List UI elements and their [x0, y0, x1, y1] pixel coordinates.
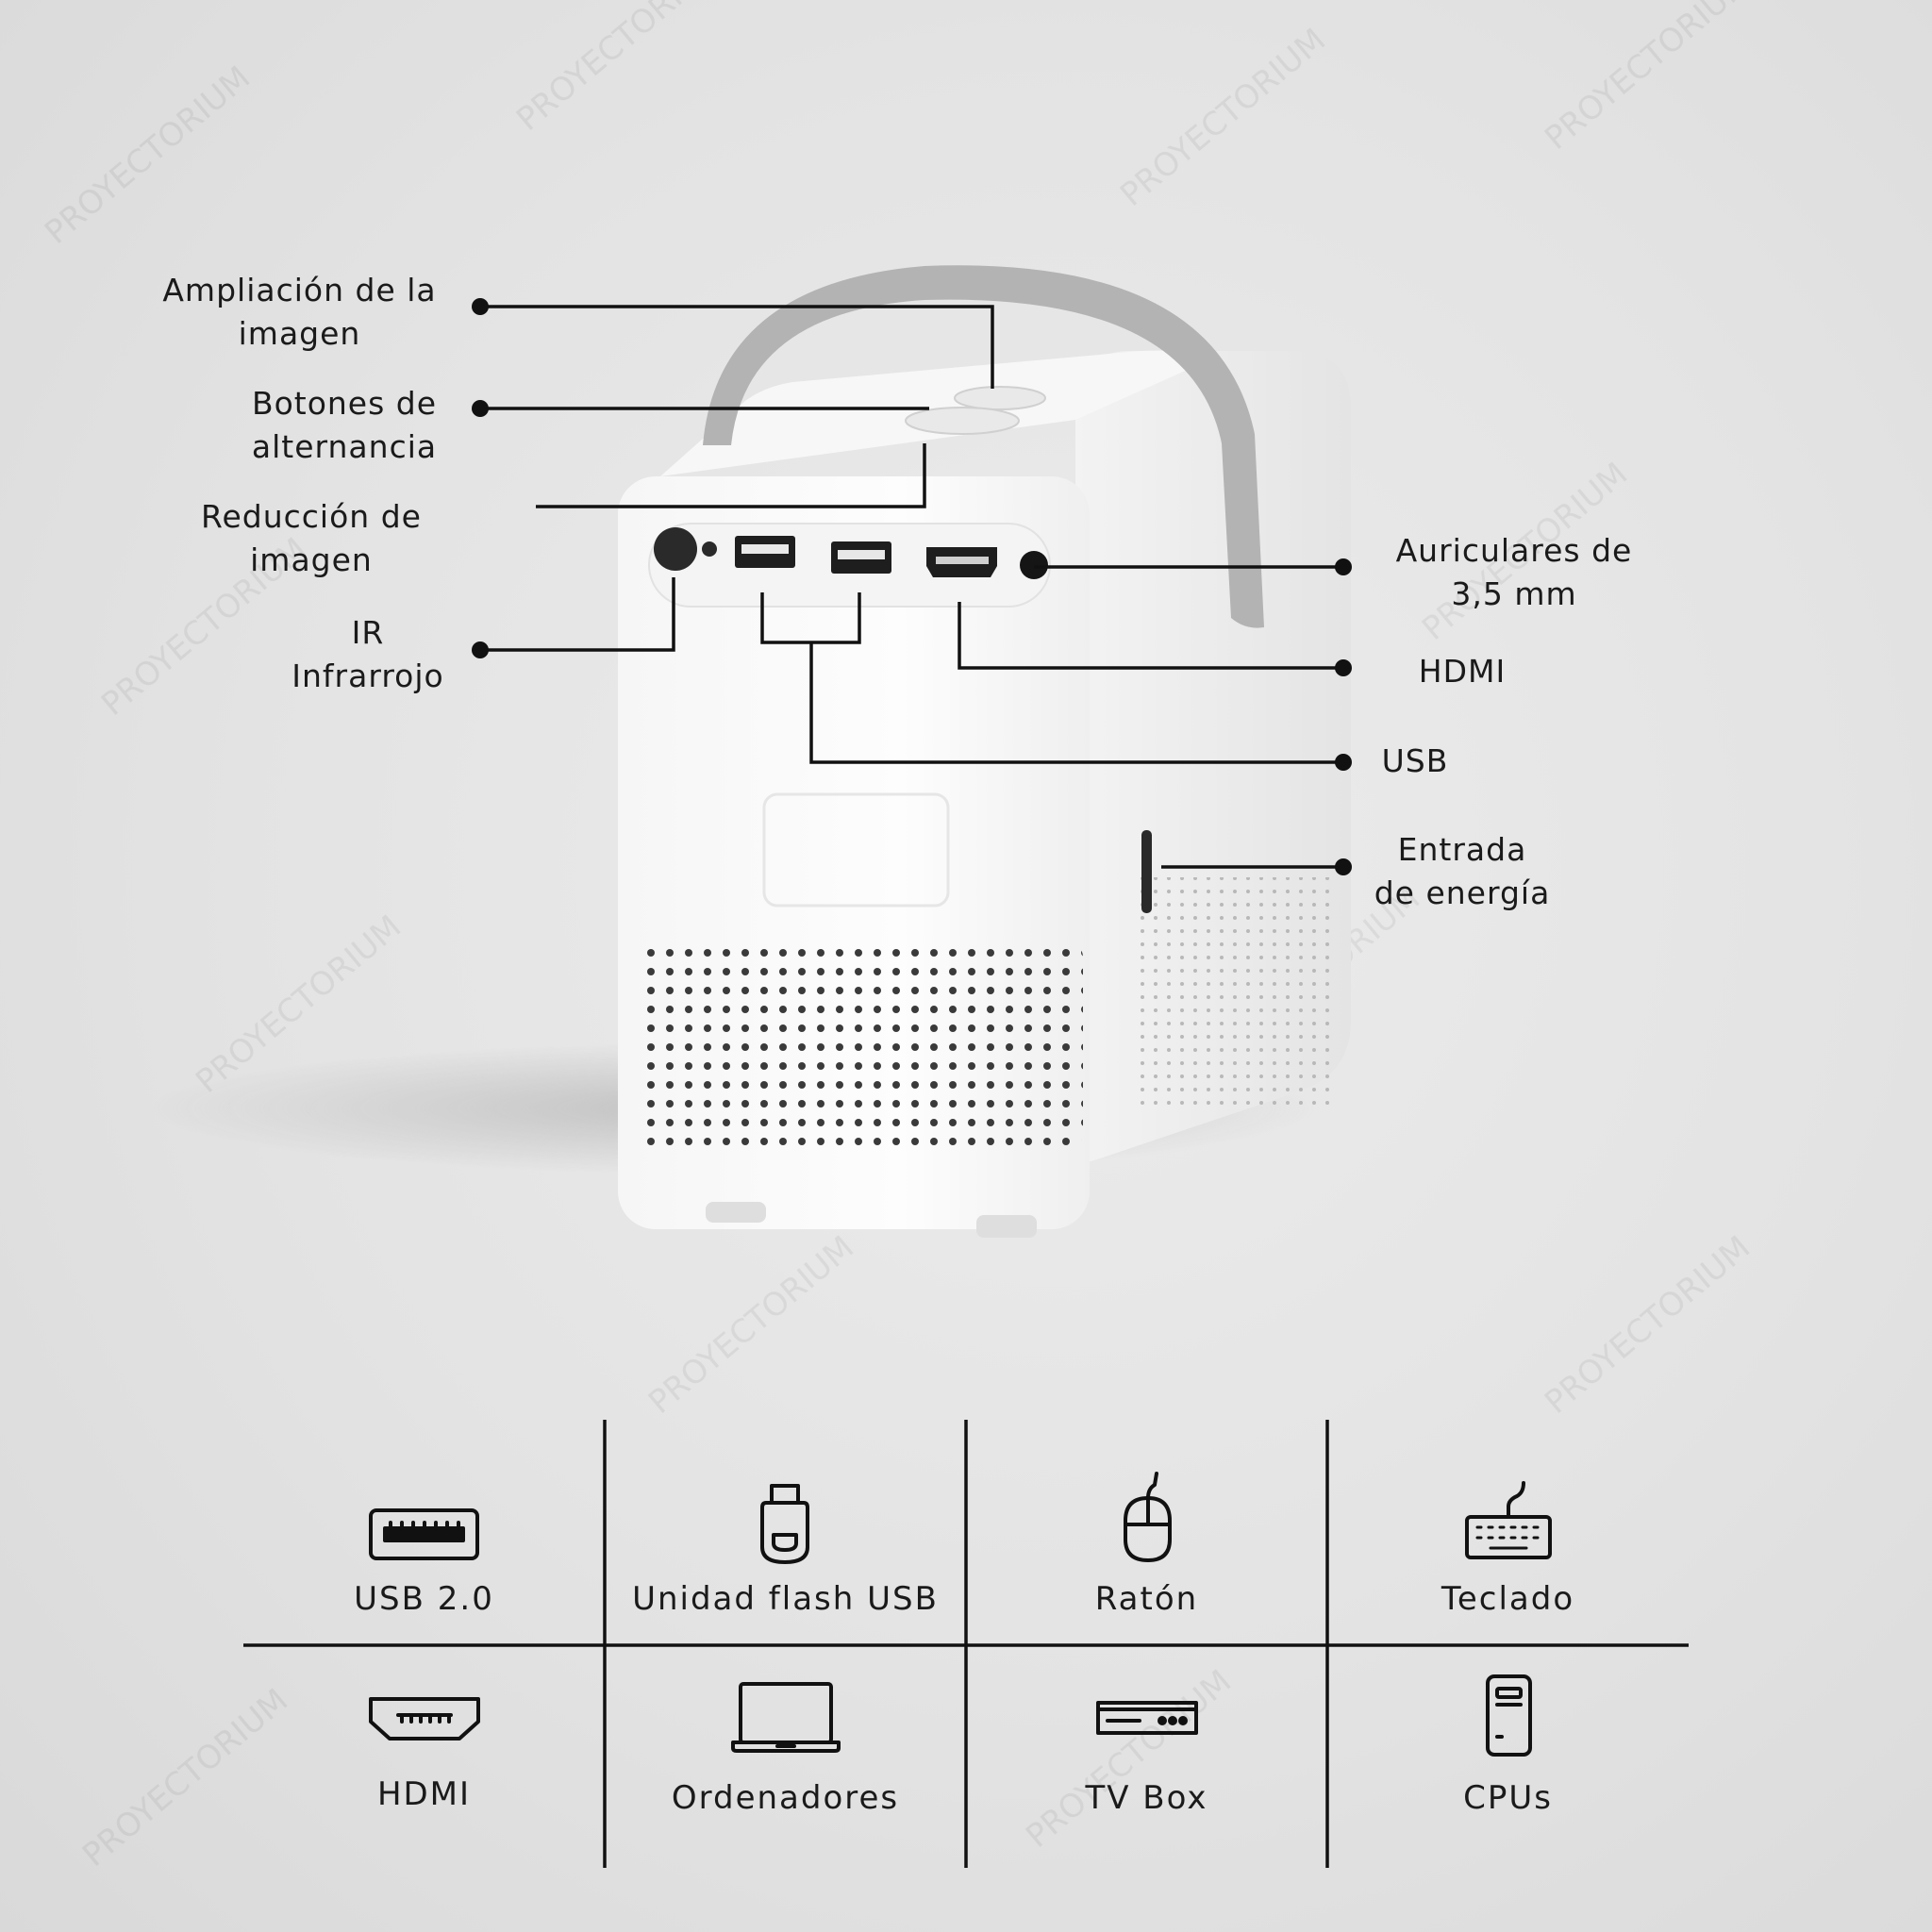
compat-label-usb20: USB 2.0	[354, 1580, 494, 1618]
speaker-grille	[640, 939, 1083, 1151]
callout-line-zoom-out	[536, 443, 926, 508]
usb-port-icon	[369, 1508, 479, 1560]
pc-tower-icon	[1486, 1674, 1532, 1757]
foot-left	[706, 1202, 766, 1223]
toggle-buttons	[905, 407, 1020, 435]
callout-power: Entrada de energía	[1374, 831, 1551, 911]
svg-text:PROYECTORIUM: PROYECTORIUM	[38, 58, 258, 251]
svg-text:PROYECTORIUM: PROYECTORIUM	[641, 1228, 861, 1421]
zoom-in-button	[954, 386, 1046, 410]
callout-hdmi: HDMI	[1418, 653, 1507, 690]
svg-text:PROYECTORIUM: PROYECTORIUM	[1538, 0, 1757, 158]
callout-toggle-buttons: Botones de alternancia	[251, 385, 438, 465]
projector-device	[618, 265, 1351, 1238]
keyboard-icon	[1465, 1481, 1552, 1559]
callout-ir: IR Infrarrojo	[291, 614, 444, 694]
svg-text:PROYECTORIUM: PROYECTORIUM	[1019, 1662, 1239, 1855]
callout-line-hdmi	[958, 602, 1343, 670]
compat-label-hdmi: HDMI	[376, 1775, 472, 1813]
callout-line-ir	[480, 577, 675, 652]
callout-line-zoom-in	[480, 305, 994, 389]
ir-receiver	[654, 527, 697, 571]
headphone-jack	[1020, 551, 1048, 579]
compat-label-keyboard: Teclado	[1441, 1580, 1575, 1618]
callout-dots	[472, 298, 1352, 875]
callout-headphones: Auriculares de 3,5 mm	[1395, 532, 1633, 612]
callout-zoom-out: Reducción de imagen	[201, 498, 422, 578]
compat-grid-lines	[243, 1420, 1689, 1868]
foot-right	[976, 1215, 1037, 1238]
compat-label-cpus: CPUs	[1463, 1779, 1553, 1817]
usb-port-1	[735, 536, 795, 568]
mouse-icon	[1124, 1472, 1172, 1562]
callout-lines	[480, 305, 1343, 869]
callout-zoom-in: Ampliación de la imagen	[162, 272, 437, 352]
svg-text:PROYECTORIUM: PROYECTORIUM	[509, 0, 729, 139]
hdmi-port-icon	[369, 1697, 480, 1740]
callout-line-usb	[809, 642, 1343, 764]
indicator-led	[702, 541, 717, 557]
compat-label-tvbox: TV Box	[1085, 1779, 1208, 1817]
callout-usb: USB	[1381, 742, 1449, 779]
laptop-icon	[731, 1682, 841, 1753]
usb-port-2	[831, 541, 891, 574]
side-vent	[1137, 877, 1330, 1113]
compat-label-usb-flash: Unidad flash USB	[632, 1580, 939, 1618]
compat-label-computers: Ordenadores	[671, 1779, 900, 1817]
power-input	[1141, 830, 1152, 913]
hdmi-port	[926, 547, 997, 577]
svg-text:PROYECTORIUM: PROYECTORIUM	[1113, 21, 1333, 213]
usb-flash-drive-icon	[760, 1484, 809, 1564]
compat-label-mouse: Ratón	[1094, 1580, 1199, 1618]
tv-box-icon	[1096, 1701, 1198, 1735]
svg-text:PROYECTORIUM: PROYECTORIUM	[1538, 1228, 1757, 1421]
